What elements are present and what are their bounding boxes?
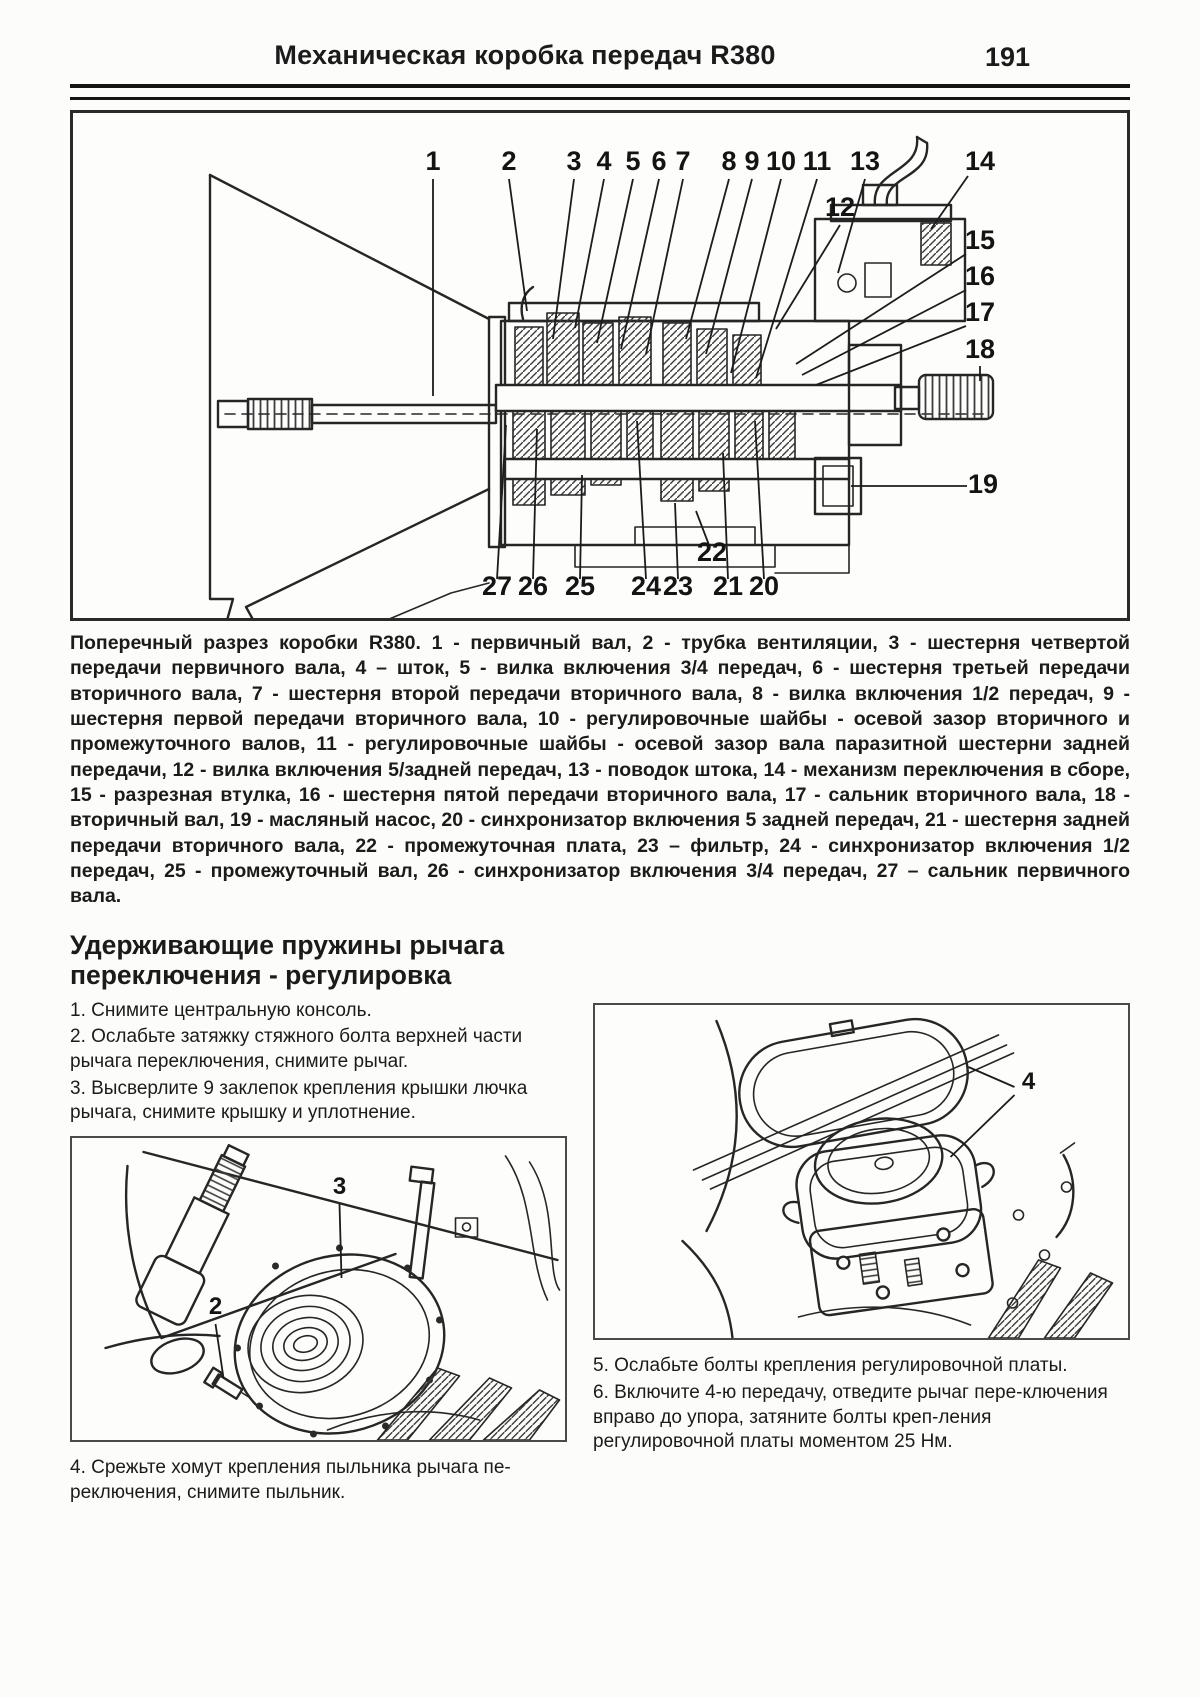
lever-housing-figure: 4 bbox=[593, 1003, 1130, 1341]
callout-leader-line bbox=[968, 1066, 1015, 1089]
procedure-step: 5. Ослабьте болты крепления регулировочн… bbox=[593, 1355, 1068, 1377]
callout-number: 18 bbox=[965, 334, 995, 364]
procedure-step: 3. Высверлите 9 заклепок крепления крышк… bbox=[70, 1077, 528, 1124]
callout-number: 8 bbox=[721, 146, 736, 176]
callout-leader-line bbox=[755, 178, 818, 379]
callout-leader-line bbox=[579, 474, 583, 580]
callout-leader-line bbox=[214, 1323, 225, 1379]
callout-number: 2 bbox=[209, 1293, 222, 1320]
callout-number: 16 bbox=[965, 261, 995, 291]
figure-caption-step: 4. Срежьте хомут крепления пыльника рыча… bbox=[70, 1457, 511, 1503]
callout-leader-line bbox=[730, 178, 782, 374]
callout-number: 25 bbox=[565, 571, 595, 601]
lever-housing-diagram: 4 bbox=[681, 1018, 1114, 1339]
callout-leader-line bbox=[930, 175, 969, 230]
callout-number: 20 bbox=[749, 571, 779, 601]
header-rule bbox=[70, 84, 1130, 100]
procedure-step: 6. Включите 4-ю передачу, отведите рычаг… bbox=[593, 1381, 1108, 1453]
callout-leader-line bbox=[574, 178, 605, 329]
callout-leader-line bbox=[620, 178, 660, 350]
callout-leader-line bbox=[754, 420, 765, 580]
callout-number: 6 bbox=[651, 146, 666, 176]
callout-number: 4 bbox=[1022, 1068, 1036, 1095]
callout-leader-line bbox=[705, 178, 753, 355]
procedure-step: 1. Снимите центральную консоль. bbox=[70, 999, 372, 1021]
callout-leader-line bbox=[645, 178, 684, 355]
callout-leader-line bbox=[695, 510, 710, 546]
callout-leader-line bbox=[636, 420, 647, 580]
callout-number: 14 bbox=[965, 146, 995, 176]
right-column: 4 5. Ослабьте болты крепления регулирово… bbox=[593, 929, 1130, 1507]
gear-lever-diagram: 32 bbox=[104, 1144, 561, 1441]
two-column-area: Удерживающие пружины рычага переключения… bbox=[70, 929, 1130, 1507]
callout-number: 3 bbox=[566, 146, 581, 176]
callout-leader-line bbox=[508, 178, 528, 312]
callout-leader-line bbox=[674, 502, 679, 580]
callout-number: 12 bbox=[825, 192, 855, 222]
callout-number: 9 bbox=[744, 146, 759, 176]
callout-leader-line bbox=[596, 178, 634, 344]
callout-leader-line bbox=[722, 452, 729, 580]
callout-number: 10 bbox=[766, 146, 796, 176]
callout-number: 26 bbox=[518, 571, 548, 601]
callout-number: 5 bbox=[625, 146, 640, 176]
callout-leader-line bbox=[338, 1204, 343, 1279]
callout-number: 3 bbox=[333, 1173, 346, 1200]
gearbox-cross-section-diagram: 1234567891011121314151617181922272625242… bbox=[208, 135, 998, 618]
callout-number: 27 bbox=[482, 571, 512, 601]
callout-leader-line bbox=[775, 224, 841, 330]
page-title: Механическая коробка передач R380 bbox=[274, 40, 776, 70]
callout-number: 2 bbox=[501, 146, 516, 176]
callout-number: 1 bbox=[425, 146, 440, 176]
callout-leader-line bbox=[795, 253, 967, 365]
callout-number: 19 bbox=[968, 469, 998, 499]
callout-leader-line bbox=[552, 178, 575, 340]
left-column: Удерживающие пружины рычага переключения… bbox=[70, 929, 567, 1507]
callout-number: 21 bbox=[713, 571, 743, 601]
callout-leader-line bbox=[496, 424, 507, 580]
callout-number: 24 bbox=[631, 571, 661, 601]
callout-leader-line bbox=[532, 428, 538, 580]
callout-leader-line bbox=[801, 289, 967, 376]
procedure-step: 2. Ослабьте затяжку стяжного болта верхн… bbox=[70, 1026, 523, 1072]
callout-number: 22 bbox=[697, 537, 727, 567]
callout-number: 23 bbox=[663, 571, 693, 601]
callout-number: 17 bbox=[965, 297, 995, 327]
figure-caption: Поперечный разрез коробки R380. 1 - перв… bbox=[70, 632, 1130, 908]
callout-leader-line bbox=[837, 178, 866, 274]
section-title: Удерживающие пружины рычага переключения… bbox=[70, 930, 505, 990]
callout-leader-line bbox=[949, 1094, 1016, 1158]
callout-number: 11 bbox=[803, 146, 832, 176]
callout-number: 15 bbox=[965, 225, 995, 255]
page-header: Механическая коробка передач R380 191 bbox=[70, 40, 1130, 82]
callout-number: 4 bbox=[596, 146, 611, 176]
callout-leader-line bbox=[815, 325, 967, 386]
callout-leader-line bbox=[685, 178, 730, 340]
page-number: 191 bbox=[984, 42, 1030, 72]
callout-number: 7 bbox=[675, 146, 690, 176]
callout-number: 13 bbox=[850, 146, 880, 176]
